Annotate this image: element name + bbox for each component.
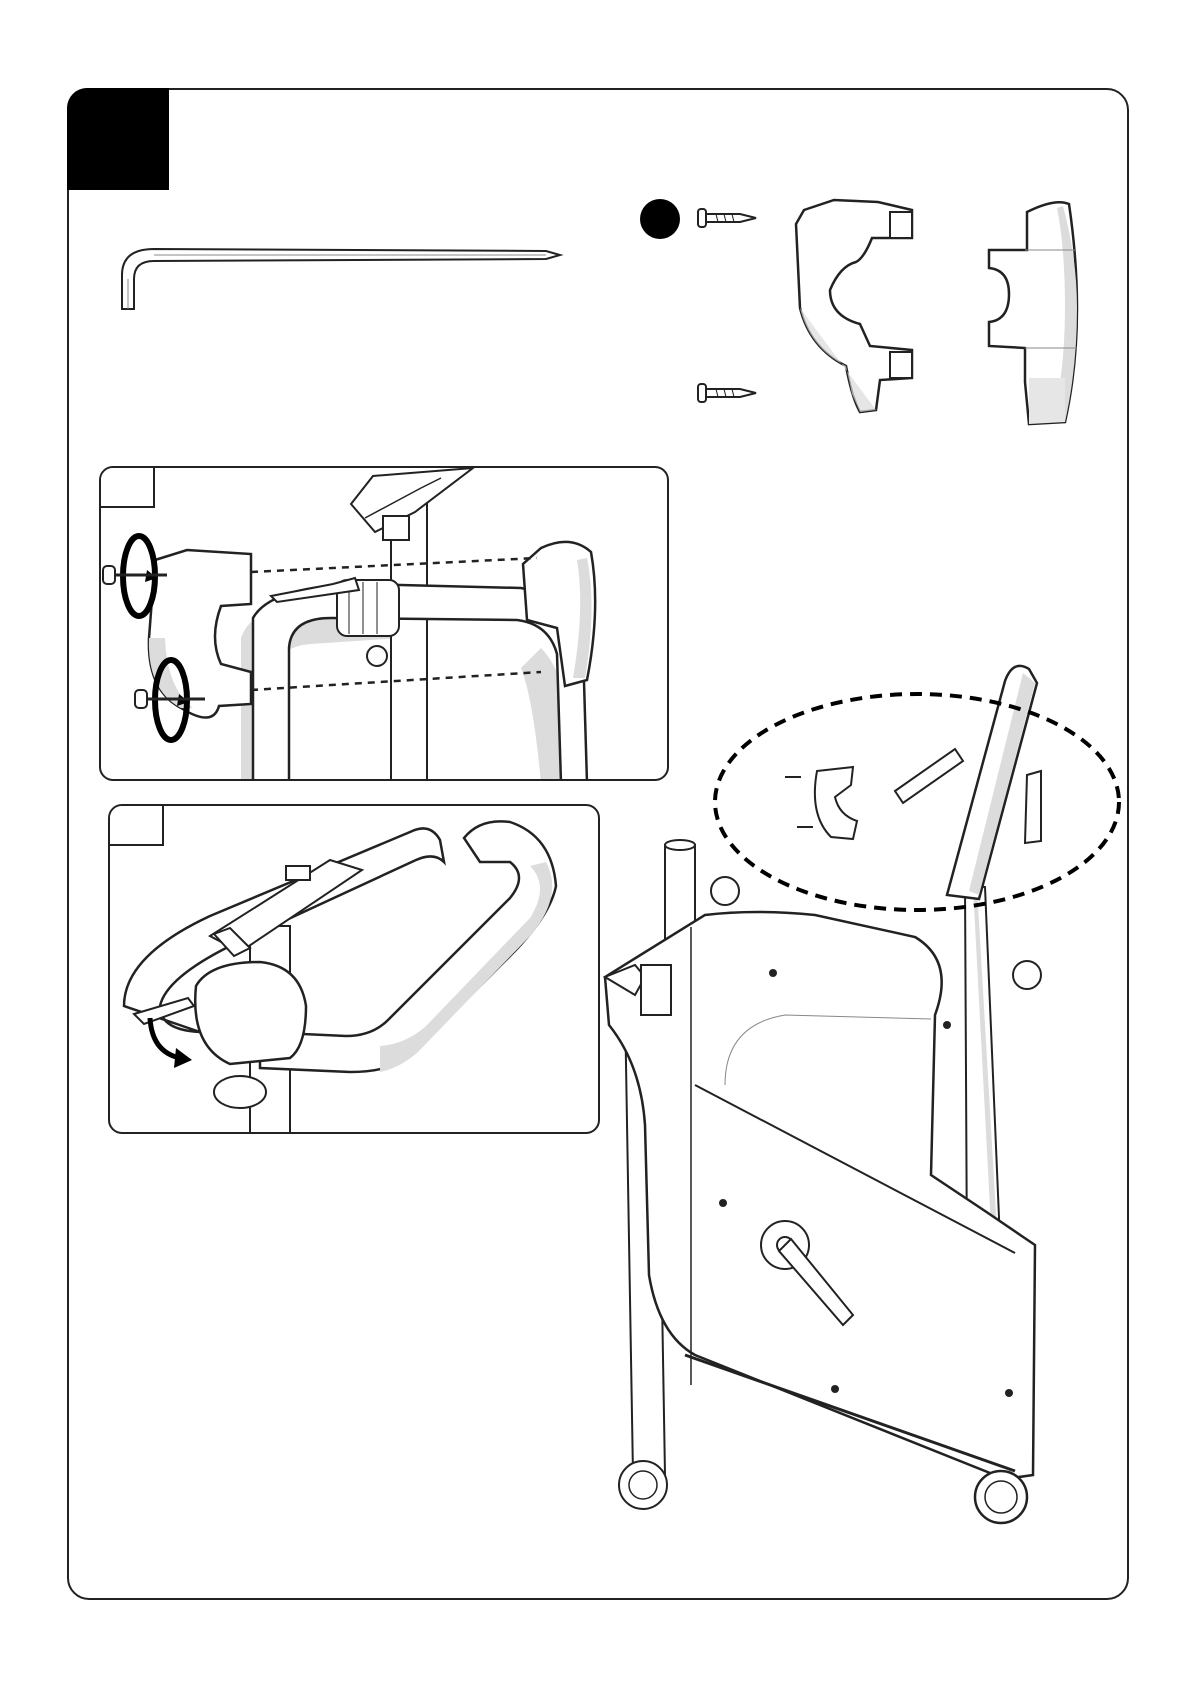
exercise-bike-illustration <box>595 665 1115 1535</box>
step-number-badge <box>67 88 169 190</box>
hardware-marker-icon <box>638 197 682 241</box>
detail-panel-screw-fastening <box>99 466 669 781</box>
screw-icon <box>696 206 760 230</box>
front-cover-part <box>790 198 940 423</box>
allen-key-icon <box>110 235 570 315</box>
screw-icon <box>696 381 760 405</box>
rear-cover-part <box>985 198 1085 426</box>
detail-panel-clamp-lever <box>108 804 600 1134</box>
